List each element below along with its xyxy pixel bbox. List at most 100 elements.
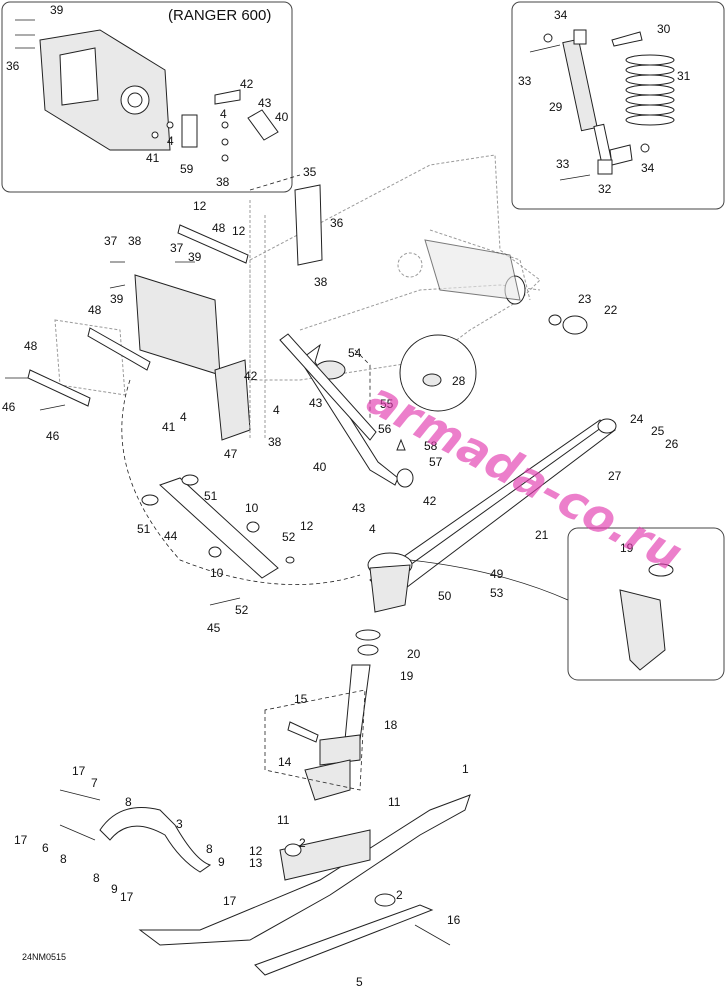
callout-29: 29: [549, 100, 563, 114]
callout-50: 50: [438, 589, 452, 603]
callout-46: 46: [2, 400, 16, 414]
callout-17: 17: [14, 833, 28, 847]
inset-spindle-detail: [409, 527, 725, 681]
callout-19: 19: [620, 541, 634, 555]
callout-17: 17: [120, 890, 134, 904]
callout-2: 2: [396, 888, 403, 902]
callout-48: 48: [212, 221, 226, 235]
callout-58: 58: [424, 439, 438, 453]
callout-30: 30: [657, 22, 671, 36]
callout-41: 41: [162, 420, 176, 434]
callout-16: 16: [447, 913, 461, 927]
callout-57: 57: [429, 455, 443, 469]
callout-6: 6: [42, 841, 49, 855]
callout-17: 17: [72, 764, 86, 778]
callout-1: 1: [462, 762, 469, 776]
callout-46: 46: [46, 429, 60, 443]
callout-43: 43: [258, 96, 272, 110]
inset-ranger-title: (RANGER 600): [168, 7, 271, 24]
callout-53: 53: [490, 586, 504, 600]
diagram-code: 24NM0515: [22, 952, 66, 962]
callout-45: 45: [207, 621, 221, 635]
callout-15: 15: [294, 692, 308, 706]
callout-54: 54: [348, 346, 362, 360]
callout-42: 42: [240, 77, 254, 91]
callout-3: 3: [176, 817, 183, 831]
callout-56: 56: [378, 422, 392, 436]
leader-lines: [121, 174, 371, 585]
callout-47: 47: [224, 447, 238, 461]
callout-18: 18: [384, 718, 398, 732]
callout-12: 12: [300, 519, 314, 533]
callout-10: 10: [245, 501, 259, 515]
callout-4: 4: [167, 134, 174, 148]
callout-36: 36: [6, 59, 20, 73]
callout-41: 41: [146, 151, 160, 165]
trailing-arm: [279, 333, 399, 486]
spindle: [264, 629, 381, 801]
plug-detail: [396, 334, 477, 488]
callout-7: 7: [91, 776, 98, 790]
callout-40: 40: [313, 460, 327, 474]
callout-51: 51: [137, 522, 151, 536]
callout-36: 36: [330, 216, 344, 230]
callout-9: 9: [218, 855, 225, 869]
callout-5: 5: [356, 975, 363, 989]
callout-20: 20: [407, 647, 421, 661]
callout-26: 26: [665, 437, 679, 451]
callout-39: 39: [110, 292, 124, 306]
callout-17: 17: [223, 894, 237, 908]
callout-9: 9: [111, 882, 118, 896]
callout-52: 52: [282, 530, 296, 544]
callout-42: 42: [244, 369, 258, 383]
callout-33: 33: [556, 157, 570, 171]
callout-12: 12: [193, 199, 207, 213]
ski: [59, 789, 471, 976]
callout-23: 23: [578, 292, 592, 306]
callout-21: 21: [535, 528, 549, 542]
callout-38: 38: [216, 175, 230, 189]
callout-42: 42: [423, 494, 437, 508]
callout-38: 38: [268, 435, 282, 449]
callout-12: 12: [232, 224, 246, 238]
inset-ranger-600: (RANGER 600): [1, 1, 293, 193]
callout-labels: 39 36 42 43 40 4 41 4 59 38 34 30 33 31 …: [2, 3, 691, 989]
callout-34: 34: [554, 8, 568, 22]
callout-4: 4: [369, 522, 376, 536]
callout-38: 38: [128, 234, 142, 248]
callout-12: 12: [249, 844, 263, 858]
inset-shock: [511, 1, 725, 210]
callout-8: 8: [93, 871, 100, 885]
callout-40: 40: [275, 110, 289, 124]
callout-11: 11: [388, 795, 401, 809]
mounting-brackets: [5, 184, 323, 441]
callout-2: 2: [299, 836, 306, 850]
callout-33: 33: [518, 74, 532, 88]
callout-38: 38: [314, 275, 328, 289]
callout-4: 4: [273, 403, 280, 417]
callout-27: 27: [608, 469, 622, 483]
callout-25: 25: [651, 424, 665, 438]
callout-8: 8: [206, 842, 213, 856]
callout-37: 37: [104, 234, 118, 248]
callout-43: 43: [309, 396, 323, 410]
callout-8: 8: [60, 852, 67, 866]
callout-48: 48: [88, 303, 102, 317]
callout-51: 51: [204, 489, 218, 503]
callout-44: 44: [164, 529, 178, 543]
callout-4: 4: [220, 107, 227, 121]
callout-11: 11: [277, 813, 290, 827]
lower-link: [141, 474, 295, 606]
frame-outline: [249, 154, 541, 381]
callout-10: 10: [210, 566, 224, 580]
callout-35: 35: [303, 165, 317, 179]
callout-8: 8: [125, 795, 132, 809]
callout-52: 52: [235, 603, 249, 617]
swing-arm-21: [367, 314, 617, 613]
callout-55: 55: [380, 397, 394, 411]
callout-49: 49: [490, 567, 504, 581]
callout-13: 13: [249, 856, 263, 870]
callout-43: 43: [352, 501, 366, 515]
callout-34: 34: [641, 161, 655, 175]
